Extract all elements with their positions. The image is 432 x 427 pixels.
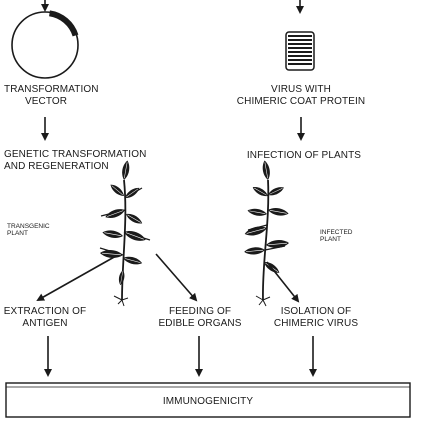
transgenic-plant-icon (99, 159, 151, 307)
label-infected-plant: INFECTED PLANT (320, 229, 353, 244)
arrow-plant-to-extraction (36, 255, 117, 301)
plasmid-icon (11, 10, 79, 79)
label-transgenic-plant: TRANSGENIC PLANT (7, 223, 50, 238)
label-transformation-vector: TRANSFORMATION VECTOR (4, 84, 99, 107)
label-virus-chimeric-coat: VIRUS WITH CHIMERIC COAT PROTEIN (236, 84, 366, 107)
label-infection-of-plants: INFECTION OF PLANTS (246, 150, 362, 161)
result-label: IMMUNOGENICITY (162, 396, 254, 407)
label-feeding-of-edible-organs: FEEDING OF EDIBLE ORGANS (158, 306, 242, 329)
label-isolation-of-chimeric-virus: ISOLATION OF CHIMERIC VIRUS (273, 306, 359, 329)
result-box (5, 382, 411, 418)
label-extraction-of-antigen: EXTRACTION OF ANTIGEN (3, 306, 87, 329)
label-genetic-transformation: GENETIC TRANSFORMATION AND REGENERATION (4, 149, 147, 172)
infected-plant-icon (243, 159, 290, 307)
arrow-plant-to-feeding (155, 253, 198, 302)
arrow-infected-to-isolation (266, 261, 300, 303)
virus-rod-icon (285, 31, 315, 71)
